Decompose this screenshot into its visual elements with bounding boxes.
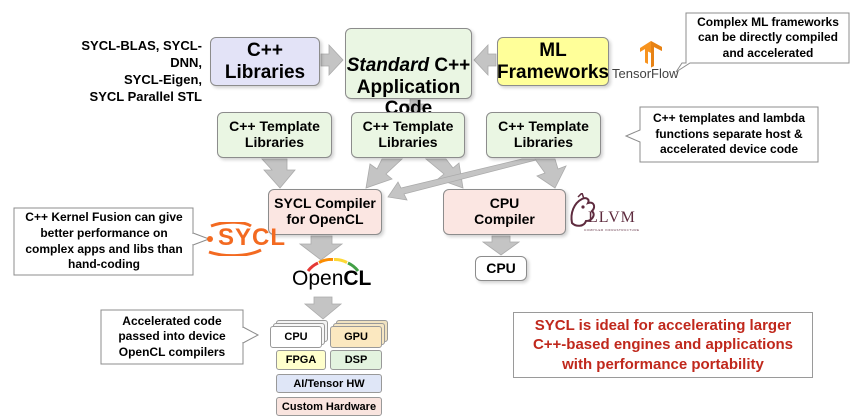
hw-gpu: GPU: [330, 326, 382, 348]
opencl-cl-text: CL: [343, 267, 372, 290]
standard-cpp-application-code-box: Standard C++ Application Code: [345, 28, 472, 119]
library-list-line-1: SYCL-BLAS, SYCL-DNN,: [81, 38, 202, 70]
arrow-t2-to-sycl: [365, 158, 404, 189]
callout-accelerated-shape: [100, 309, 244, 365]
llvm-subtitle: COMPILER INFRASTRUCTURE: [584, 228, 640, 232]
tensorflow-wordmark: TensorFlow: [612, 66, 679, 81]
cpu-compiler-box: CPU Compiler: [443, 189, 566, 235]
hw-ai-tensor: AI/Tensor HW: [276, 374, 382, 393]
callout-ml-shape: [675, 12, 850, 73]
application-code-text: C++ Application Code: [356, 55, 471, 119]
callout-templates-shape: [624, 106, 819, 163]
callout-fusion-text: C++ Kernel Fusion can give better perfor…: [25, 210, 183, 272]
hw-fpga: FPGA: [276, 350, 326, 370]
sycl-logo-text: SYCL: [218, 224, 287, 251]
hw-dsp: DSP: [330, 350, 382, 370]
opencl-open-text: Open: [292, 267, 344, 290]
arrow-opencl-to-hw: [303, 296, 343, 320]
cpp-template-libraries-box-2: C++ Template Libraries: [351, 112, 465, 158]
callout-templates-text: C++ templates and lambda functions separ…: [652, 111, 806, 157]
cpp-template-libraries-box-1: C++ Template Libraries: [217, 112, 332, 158]
opencl-arc-icon: [306, 258, 360, 272]
arrow-sycl-to-opencl: [298, 235, 344, 261]
sycl-compiler-box: SYCL Compiler for OpenCL: [268, 189, 382, 235]
arrow-app-down: [400, 98, 430, 115]
cpp-libraries-box: C++ Libraries: [210, 37, 320, 86]
tensorflow-logo-icon: [640, 41, 662, 68]
library-list-line-3: SYCL Parallel STL: [89, 88, 202, 104]
llvm-dragon-icon: [570, 193, 596, 227]
callout-accelerated-tail: [242, 326, 260, 344]
arrow-libs-to-app: [320, 43, 344, 77]
arrow-t3-to-cpu: [534, 158, 567, 189]
hw-cpu: CPU: [270, 326, 322, 348]
hardware-stack: CPU GPU FPGA DSP AI/Tensor HW Custom Har…: [270, 320, 388, 418]
ml-frameworks-box: ML Frameworks: [497, 37, 609, 86]
sycl-logo-icon: [207, 222, 262, 256]
arrow-t1-to-sycl: [261, 158, 296, 189]
sycl-library-list: SYCL-BLAS, SYCL-DNN, SYCL-Eigen, SYCL Pa…: [50, 38, 202, 106]
sycl-statement-text: SYCL is ideal for accelerating larger C+…: [532, 316, 794, 373]
hw-custom: Custom Hardware: [276, 397, 382, 416]
callout-accelerated-text: Accelerated code passed into device Open…: [118, 313, 226, 359]
cpu-box: CPU: [475, 256, 527, 281]
arrow-t3-to-sycl: [387, 158, 541, 201]
llvm-wordmark: LLVM: [588, 209, 636, 226]
arrow-cpucomp-to-cpu: [481, 235, 521, 256]
callout-ml-text: Complex ML frameworks can be directly co…: [697, 14, 839, 60]
standard-emphasis: Standard: [346, 55, 430, 77]
callout-fusion-shape: [13, 207, 194, 276]
sycl-statement-box: SYCL is ideal for accelerating larger C+…: [513, 312, 813, 378]
opencl-wordmark: OpenCL: [292, 267, 371, 291]
library-list-line-2: SYCL-Eigen,: [123, 71, 202, 87]
cpp-template-libraries-box-3: C++ Template Libraries: [486, 112, 601, 158]
arrow-ml-to-app: [473, 43, 497, 77]
